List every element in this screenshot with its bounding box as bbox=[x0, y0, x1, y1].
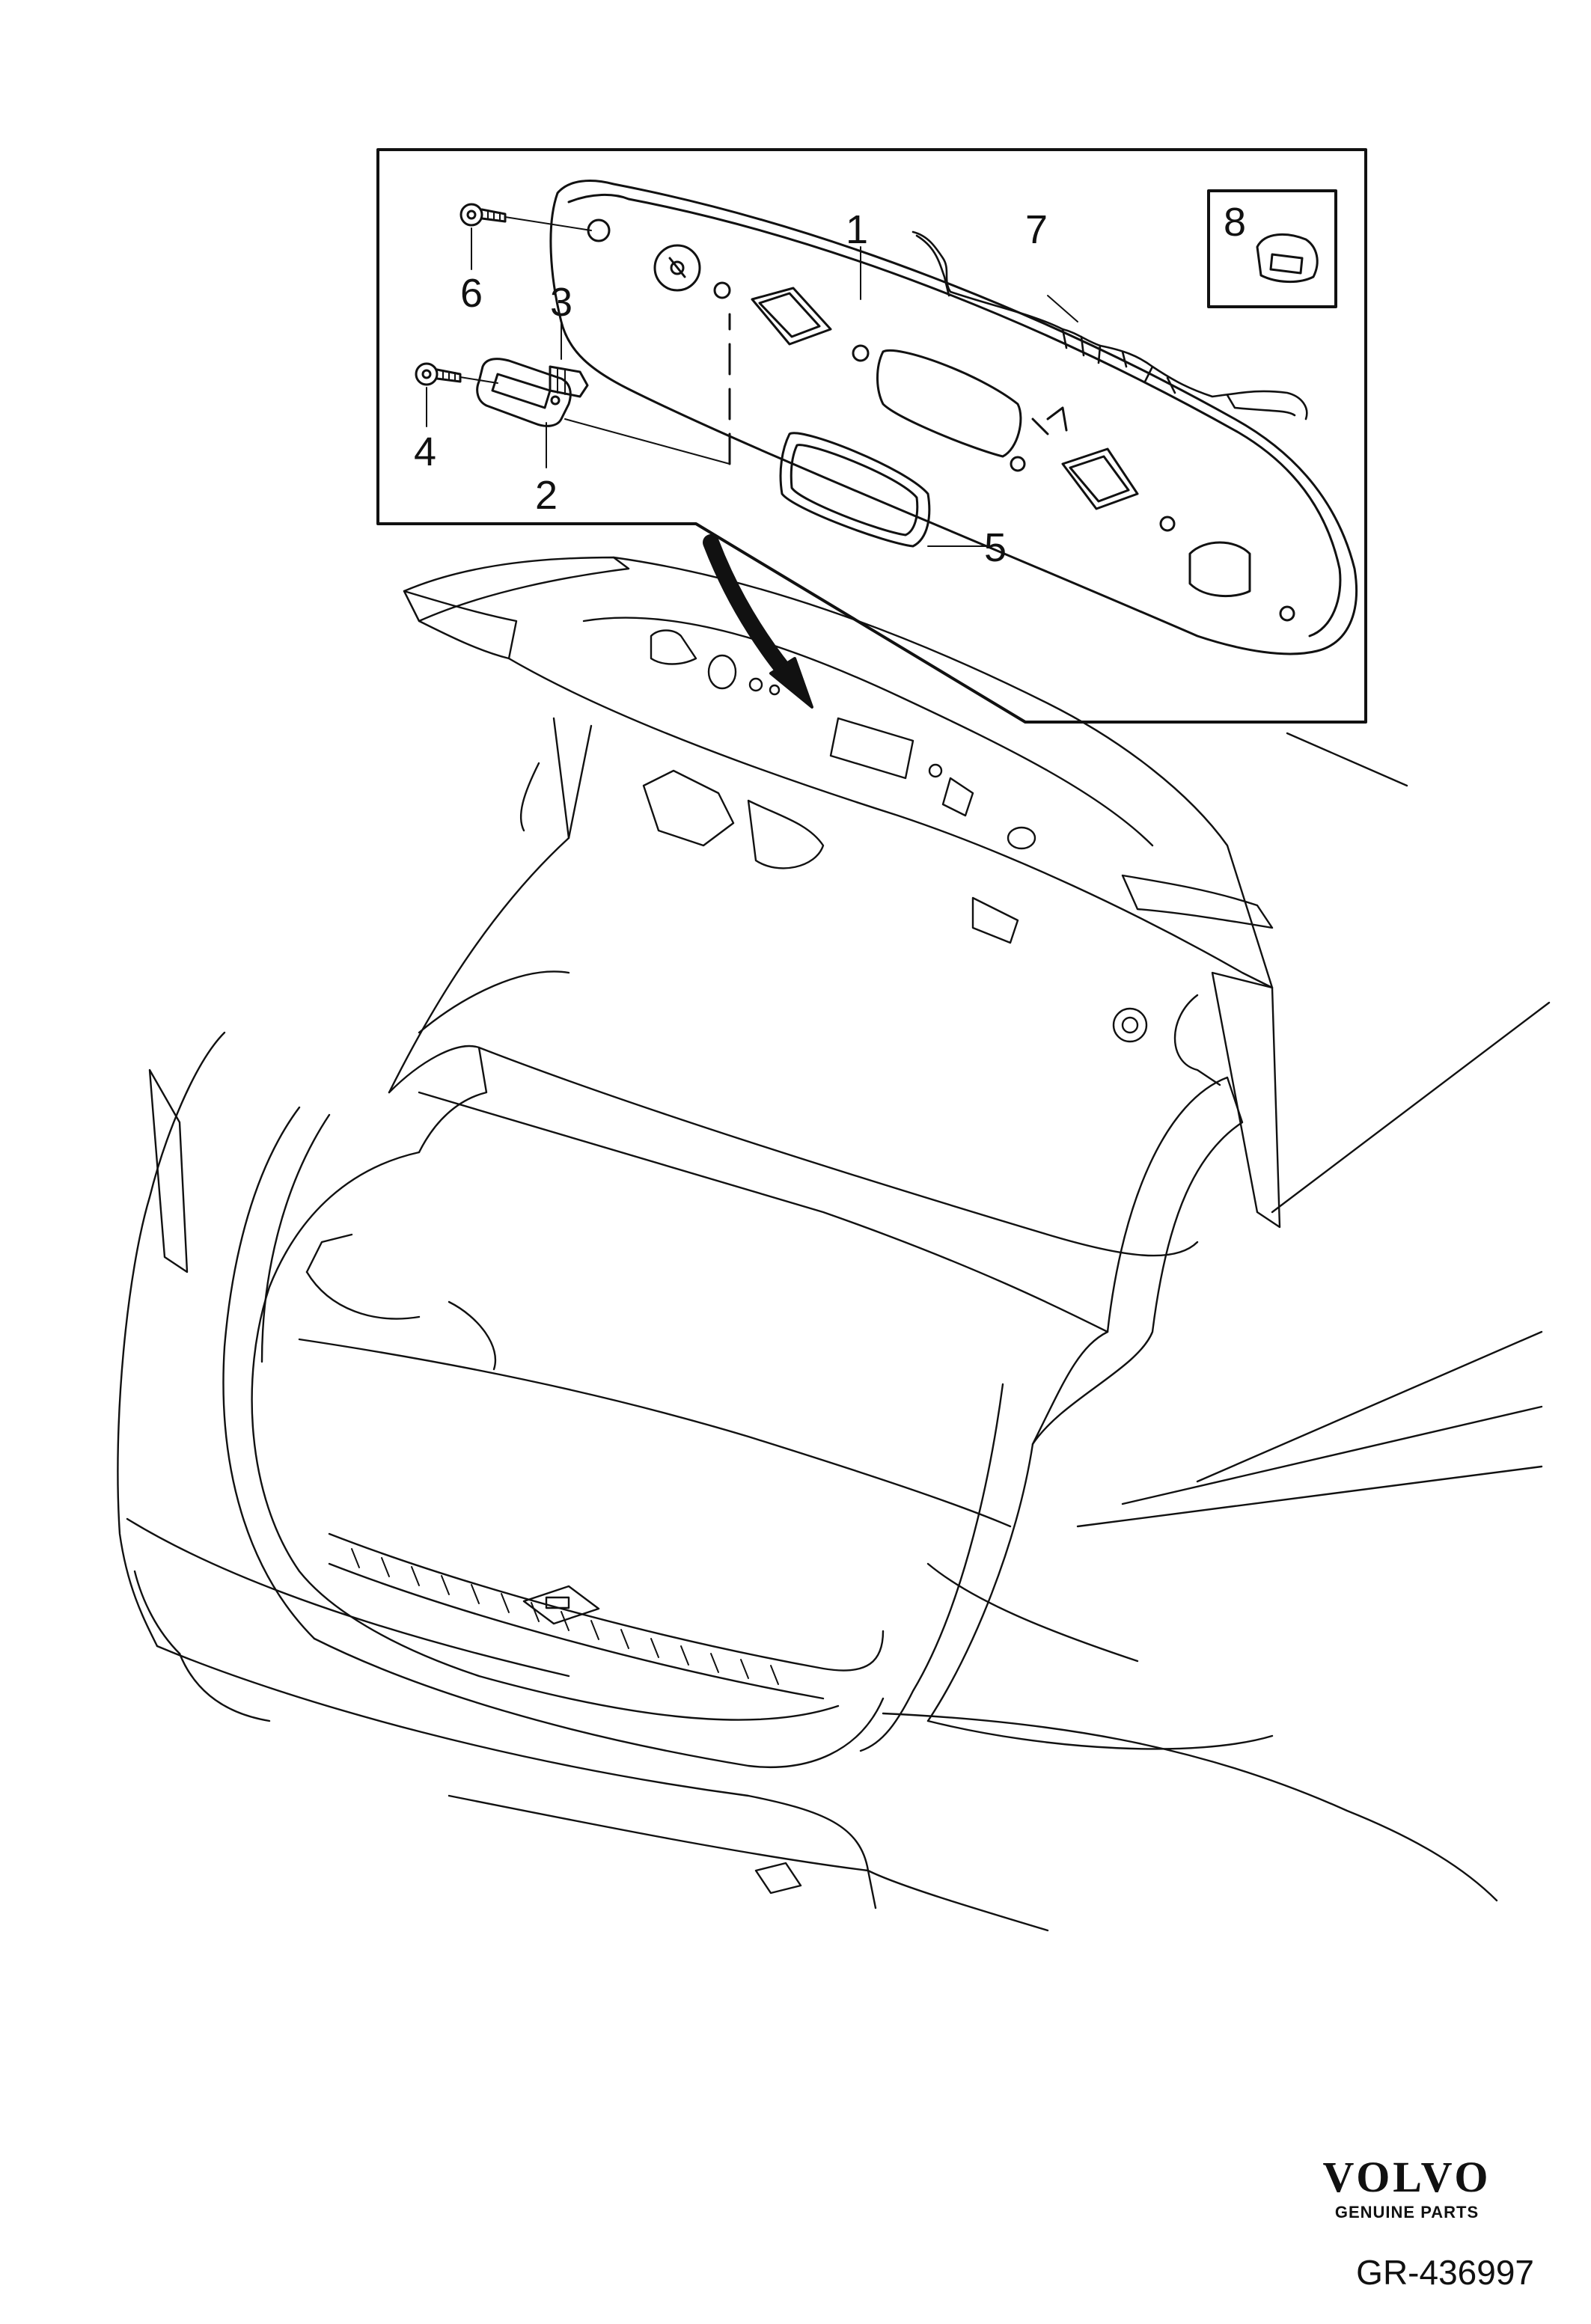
part-2-lamp-housing bbox=[476, 313, 731, 468]
detail-inset bbox=[376, 148, 1367, 724]
part-6-screw bbox=[459, 203, 592, 270]
brand-subtitle: GENUINE PARTS bbox=[1334, 2203, 1479, 2221]
callout-6: 6 bbox=[460, 271, 483, 316]
drawing-reference: GR-436997 bbox=[1356, 2253, 1534, 2292]
part-4-screw bbox=[415, 362, 498, 427]
callout-8: 8 bbox=[1224, 200, 1246, 245]
car-rear-illustration bbox=[117, 556, 1551, 1932]
callout-3: 3 bbox=[550, 280, 572, 325]
brand-name: VOLVO bbox=[1322, 2153, 1491, 2201]
volvo-logo: VOLVO GENUINE PARTS bbox=[1295, 2155, 1519, 2222]
pointer-arrow bbox=[703, 534, 813, 709]
callout-1: 1 bbox=[846, 207, 868, 252]
part-8-clip bbox=[1207, 189, 1337, 308]
part-7-wiring-harness bbox=[911, 230, 1308, 421]
callout-4: 4 bbox=[414, 429, 436, 474]
sill-ribs bbox=[351, 1548, 779, 1685]
inset-frame bbox=[376, 148, 1367, 724]
callout-7: 7 bbox=[1025, 207, 1048, 252]
part-1-trim-panel bbox=[549, 180, 1358, 655]
callout-5: 5 bbox=[984, 525, 1007, 570]
part-5-handle bbox=[779, 432, 931, 548]
callout-2: 2 bbox=[535, 473, 558, 518]
